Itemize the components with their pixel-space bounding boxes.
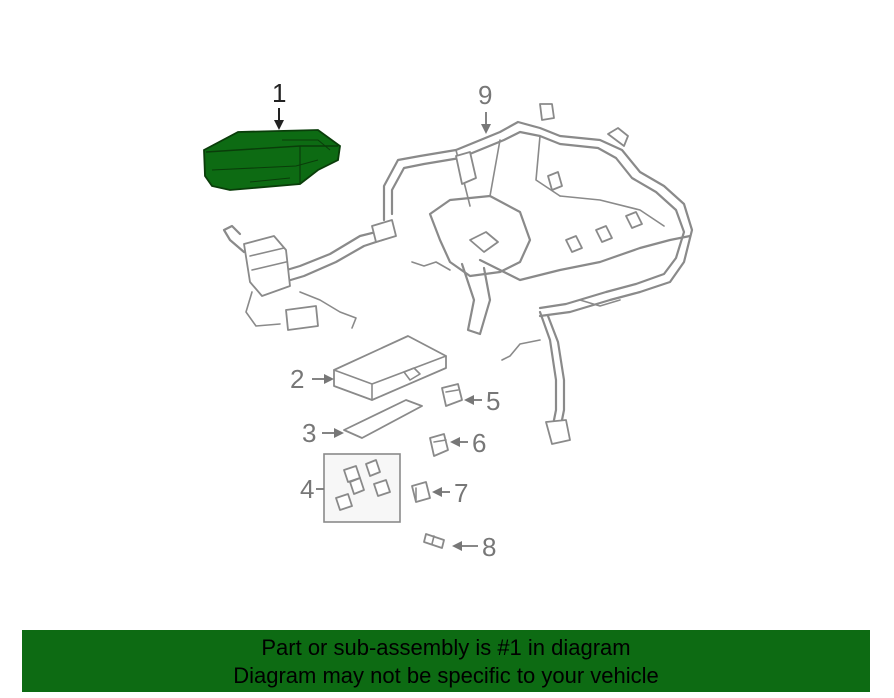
callout-4-label: 4 <box>300 474 314 504</box>
part-2-fuse-box[interactable] <box>333 335 447 401</box>
disclaimer-banner: Part or sub-assembly is #1 in diagram Di… <box>22 630 870 692</box>
parts-diagram: 1 <box>203 78 694 562</box>
callout-8-label: 8 <box>482 532 496 562</box>
callout-3-label: 3 <box>302 418 316 448</box>
callout-5-label: 5 <box>486 386 500 416</box>
part-7-relay[interactable] <box>411 481 431 503</box>
part-6-relay[interactable] <box>429 433 449 457</box>
part-5-relay[interactable] <box>441 383 463 407</box>
part-9-wiring-harness[interactable] <box>222 103 694 445</box>
callout-4: 4 <box>300 474 324 504</box>
part-8-fuse[interactable] <box>423 533 445 549</box>
disclaimer-line-2: Diagram may not be specific to your vehi… <box>233 663 659 688</box>
part-3-cover[interactable] <box>343 399 423 439</box>
callout-5: 5 <box>464 386 500 416</box>
callout-9-label: 9 <box>478 80 492 110</box>
disclaimer-line-1: Part or sub-assembly is #1 in diagram <box>261 635 631 660</box>
callout-1-label: 1 <box>272 78 286 108</box>
callout-7: 7 <box>432 478 468 508</box>
callout-1: 1 <box>272 78 286 130</box>
part-1-fuse-box-cover[interactable] <box>203 129 341 191</box>
callout-2: 2 <box>290 364 334 394</box>
callout-3: 3 <box>302 418 344 448</box>
callout-8: 8 <box>452 532 496 562</box>
callout-9: 9 <box>478 80 492 134</box>
callout-7-label: 7 <box>454 478 468 508</box>
callout-2-label: 2 <box>290 364 304 394</box>
callout-6: 6 <box>450 428 486 458</box>
callout-6-label: 6 <box>472 428 486 458</box>
part-4-relay-kit[interactable] <box>323 453 401 523</box>
